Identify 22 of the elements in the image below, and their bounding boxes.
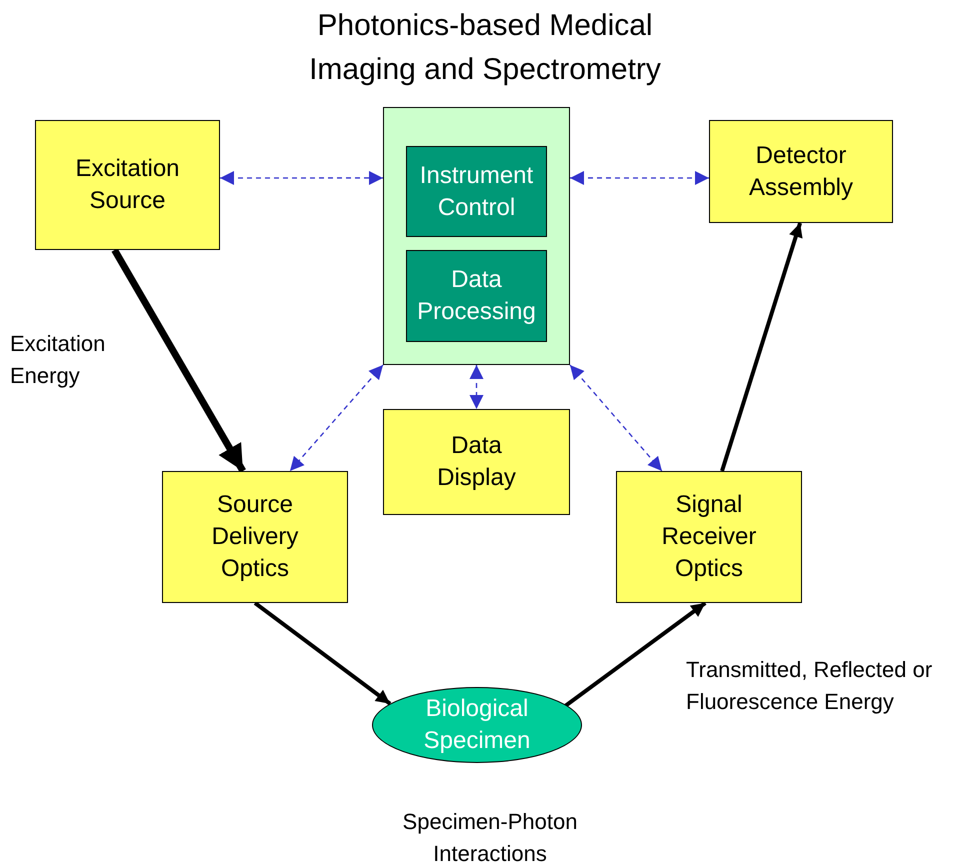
process-box: Source Delivery Optics [162, 471, 348, 603]
dashed-arrow [289, 364, 384, 472]
annotation-text: Excitation Energy [10, 330, 106, 390]
annotation-text: Specimen-Photon Interactions [402, 808, 578, 867]
annotation-text: Transmitted, Reflected or Fluorescence Energy [686, 656, 934, 716]
process-box: Data Processing [406, 250, 547, 342]
process-box: Data Display [383, 409, 570, 515]
arrow [564, 601, 706, 708]
system-panel [383, 107, 570, 365]
process-box: Signal Receiver Optics [616, 471, 802, 603]
arrow [720, 222, 803, 472]
process-box: Detector Assembly [709, 120, 893, 223]
dashed-arrow [570, 170, 709, 185]
dashed-arrow [570, 364, 662, 472]
process-box: Excitation Source [35, 120, 220, 250]
process-box: Instrument Control [406, 146, 547, 237]
dashed-arrow [220, 170, 383, 185]
dashed-arrow [470, 365, 484, 409]
arrow [254, 601, 392, 706]
specimen-ellipse: Biological Specimen [372, 687, 582, 763]
arrow [112, 248, 246, 473]
diagram-title: Photonics-based Medical Imaging and Spectrometry [308, 8, 662, 88]
